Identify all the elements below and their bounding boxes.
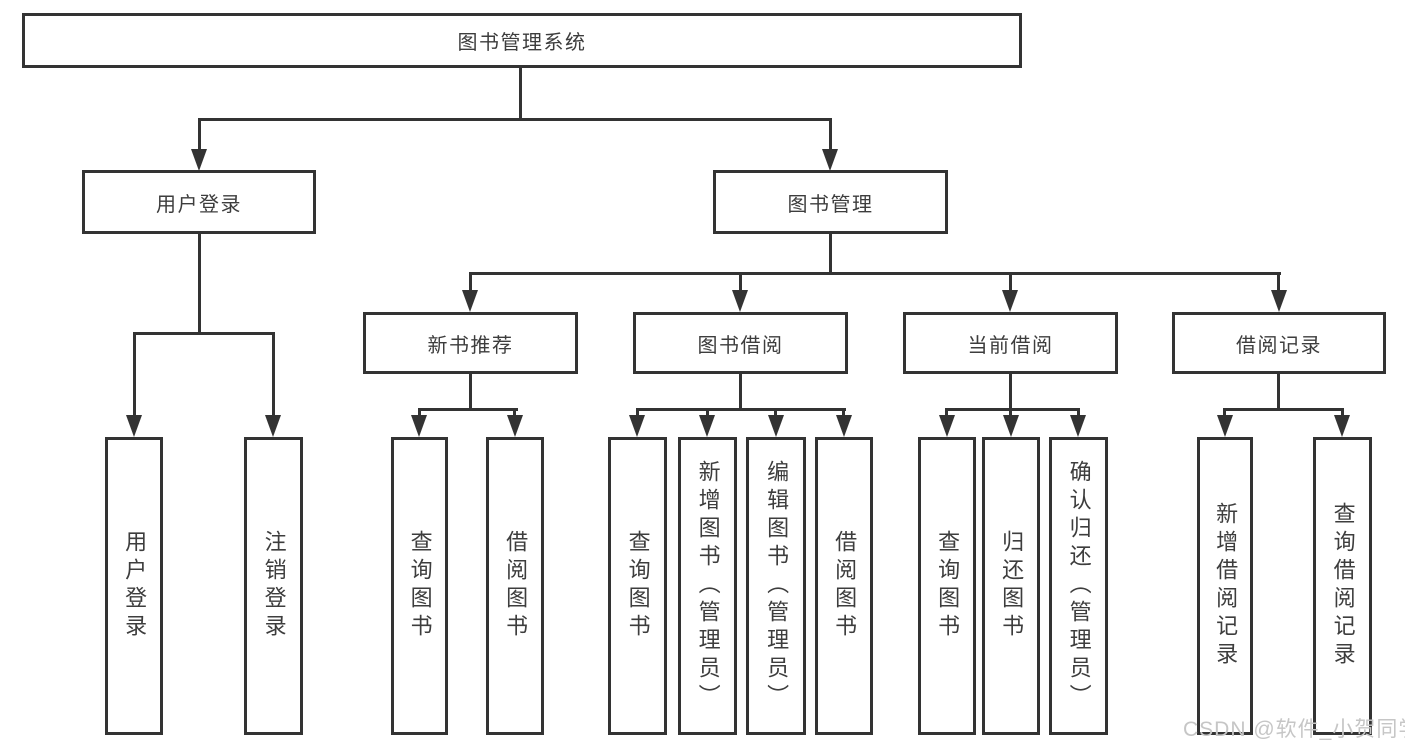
- connector-line: [469, 374, 472, 411]
- connector-arrowhead: [1334, 415, 1350, 437]
- connector-arrowhead: [462, 290, 478, 312]
- connector-line: [636, 408, 846, 411]
- leaf-add-book-admin: 新增图书（管理员）: [678, 437, 737, 735]
- connector-line: [198, 118, 201, 152]
- node-user-login: 用户登录: [82, 170, 316, 234]
- connector-line: [842, 408, 845, 418]
- node-book-borrowing: 图书借阅: [633, 312, 848, 374]
- node-label: 用户登录: [156, 193, 242, 216]
- connector-arrowhead: [822, 149, 838, 171]
- node-borrowing-records: 借阅记录: [1172, 312, 1386, 374]
- connector-arrowhead: [629, 415, 645, 437]
- leaf-borrow-books-recommend: 借阅图书: [486, 437, 544, 735]
- connector-arrowhead: [836, 415, 852, 437]
- leaf-query-books-borrowing: 查询图书: [608, 437, 667, 735]
- leaf-label: 新增图书（管理员）: [695, 460, 721, 712]
- connector-line: [1009, 272, 1012, 292]
- connector-line: [1277, 272, 1280, 292]
- leaf-query-books-current: 查询图书: [918, 437, 976, 735]
- node-library-management-system: 图书管理系统: [22, 13, 1022, 68]
- connector-line: [829, 118, 832, 152]
- leaf-confirm-return-admin: 确认归还（管理员）: [1049, 437, 1108, 735]
- connector-line: [1009, 374, 1012, 411]
- connector-line: [945, 408, 1080, 411]
- connector-arrowhead: [939, 415, 955, 437]
- leaf-query-borrow-record: 查询借阅记录: [1313, 437, 1372, 735]
- leaf-label: 注销登录: [261, 530, 287, 642]
- leaf-label: 用户登录: [122, 530, 148, 642]
- connector-arrowhead: [126, 415, 142, 437]
- node-current-borrowing: 当前借阅: [903, 312, 1118, 374]
- node-label: 借阅记录: [1236, 334, 1322, 357]
- leaf-user-login: 用户登录: [105, 437, 163, 735]
- connector-arrowhead: [1271, 290, 1287, 312]
- leaf-label: 查询图书: [935, 530, 961, 642]
- leaf-label: 编辑图书（管理员）: [764, 460, 790, 712]
- leaf-label: 查询借阅记录: [1330, 502, 1356, 670]
- connector-arrowhead: [1002, 290, 1018, 312]
- leaf-logout: 注销登录: [244, 437, 303, 735]
- connector-line: [418, 408, 421, 418]
- connector-line: [774, 408, 777, 418]
- leaf-label: 确认归还（管理员）: [1066, 460, 1092, 712]
- node-label: 新书推荐: [427, 334, 514, 357]
- leaf-edit-book-admin: 编辑图书（管理员）: [746, 437, 806, 735]
- connector-arrowhead: [507, 415, 523, 437]
- connector-line: [198, 118, 832, 121]
- connector-arrowhead: [732, 290, 748, 312]
- node-book-management: 图书管理: [713, 170, 948, 234]
- leaf-add-borrow-record: 新增借阅记录: [1197, 437, 1253, 735]
- connector-line: [272, 332, 275, 416]
- leaf-label: 借阅图书: [503, 530, 529, 642]
- connector-line: [739, 374, 742, 411]
- connector-arrowhead: [1217, 415, 1233, 437]
- leaf-label: 借阅图书: [832, 530, 858, 642]
- leaf-label: 归还图书: [999, 530, 1025, 642]
- connector-line: [469, 272, 472, 292]
- connector-arrowhead: [191, 149, 207, 171]
- connector-line: [1277, 374, 1280, 411]
- connector-line: [739, 272, 742, 292]
- leaf-borrow-books: 借阅图书: [815, 437, 873, 735]
- leaf-return-books: 归还图书: [982, 437, 1040, 735]
- node-label: 图书管理: [787, 193, 874, 216]
- connector-line: [418, 408, 518, 411]
- connector-line: [706, 408, 709, 418]
- connector-line: [829, 234, 832, 275]
- connector-line: [636, 408, 639, 418]
- connector-line: [1341, 408, 1344, 418]
- connector-arrowhead: [1003, 415, 1019, 437]
- connector-arrowhead: [265, 415, 281, 437]
- connector-line: [1009, 408, 1012, 418]
- connector-line: [133, 332, 275, 335]
- connector-line: [1077, 408, 1080, 418]
- leaf-label: 查询图书: [625, 530, 651, 642]
- connector-line: [133, 332, 136, 416]
- connector-arrowhead: [411, 415, 427, 437]
- connector-line: [198, 234, 201, 335]
- node-label: 图书借阅: [697, 334, 784, 357]
- csdn-watermark: CSDN @软件_小贺同学: [1183, 718, 1405, 741]
- connector-arrowhead: [699, 415, 715, 437]
- connector-arrowhead: [768, 415, 784, 437]
- connector-line: [1223, 408, 1226, 418]
- node-label: 当前借阅: [967, 334, 1054, 357]
- connector-line: [945, 408, 948, 418]
- leaf-label: 新增借阅记录: [1213, 502, 1239, 670]
- connector-line: [469, 272, 1281, 275]
- leaf-label: 查询图书: [407, 530, 433, 642]
- connector-line: [513, 408, 516, 418]
- connector-line: [1223, 408, 1344, 411]
- connector-line: [519, 68, 522, 121]
- node-label: 图书管理系统: [457, 32, 587, 54]
- node-new-book-recommendation: 新书推荐: [363, 312, 578, 374]
- connector-arrowhead: [1070, 415, 1086, 437]
- leaf-query-books-recommend: 查询图书: [391, 437, 448, 735]
